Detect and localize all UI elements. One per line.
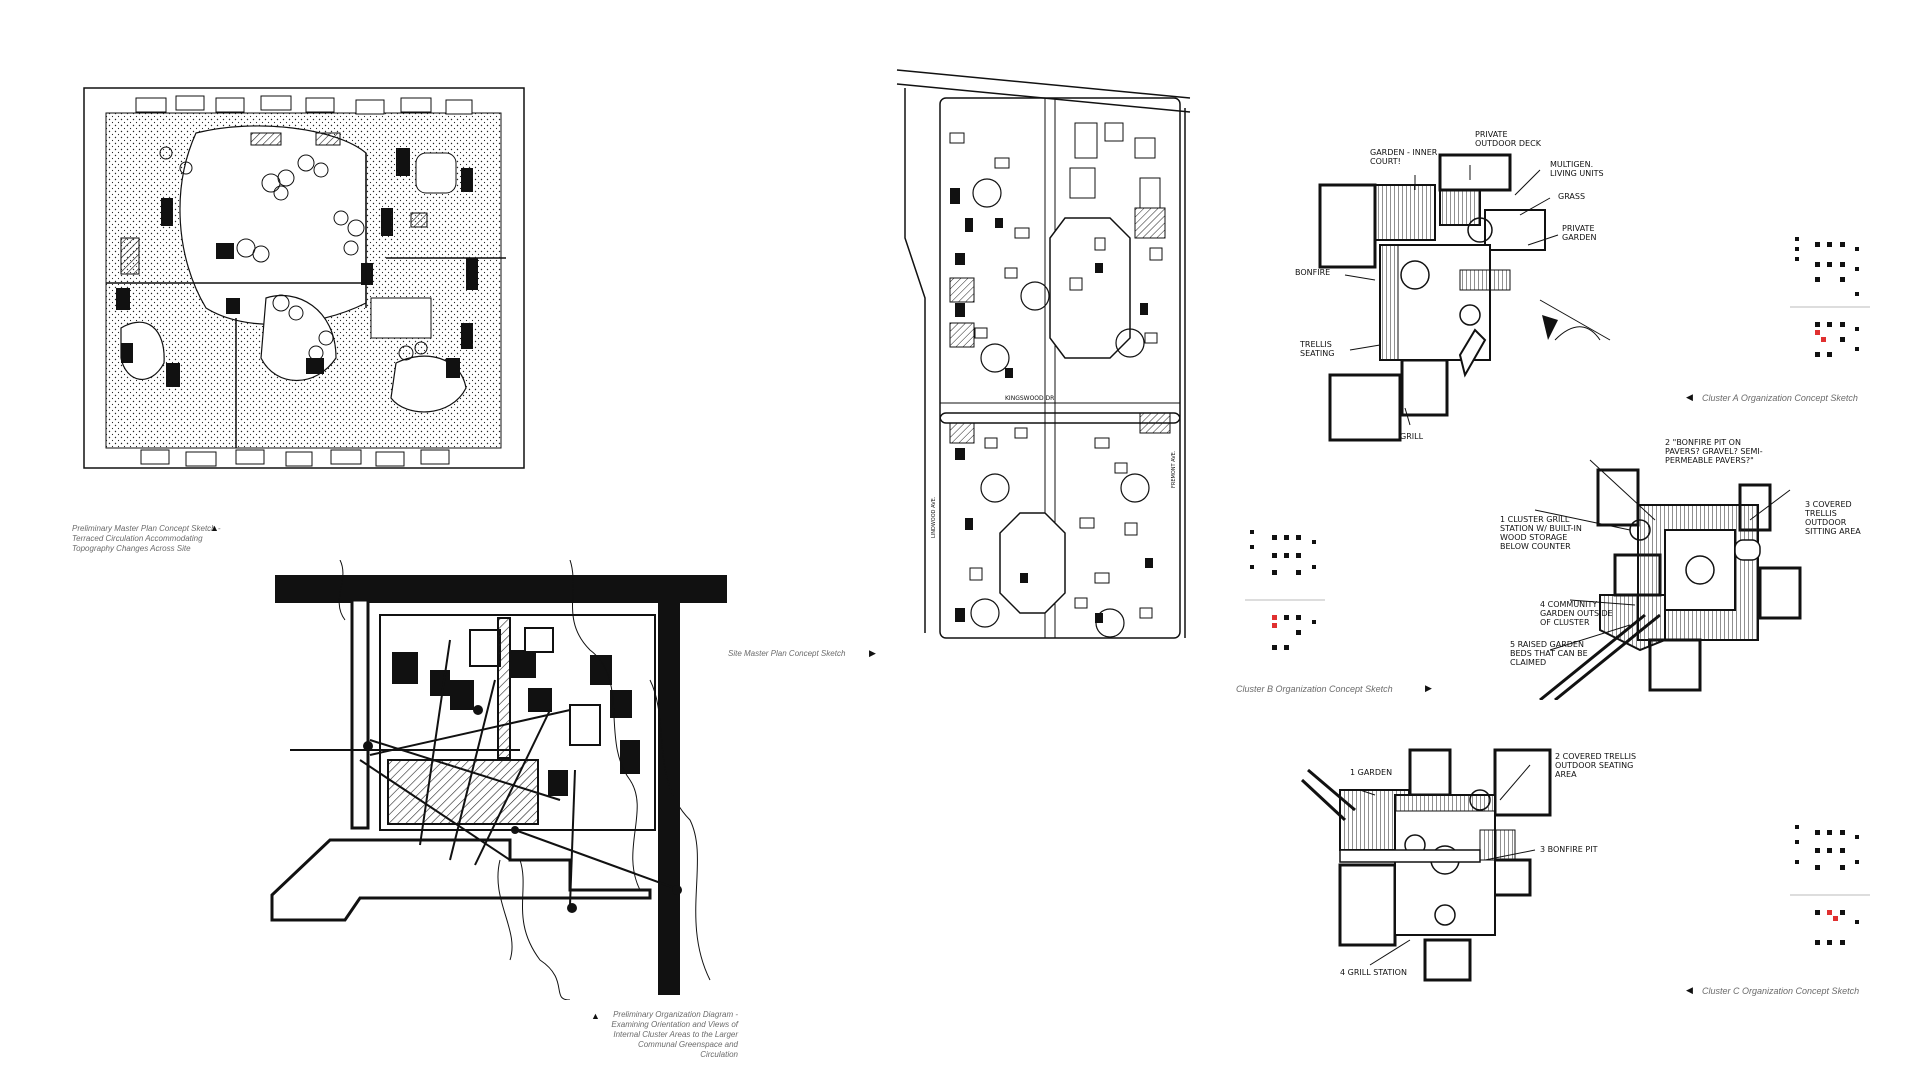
cluster-b-caption-text: Cluster B Organization Concept Sketch [1236, 684, 1393, 694]
preliminary-master-plan-sketch [66, 58, 536, 478]
site-master-plan-drawing: KINGSWOOD DR. LINDWOOD AVE. FREMONT AVE. [896, 69, 1191, 639]
street-label-lindwood: LINDWOOD AVE. [931, 496, 937, 538]
site-master-plan-caption-text: Site Master Plan Concept Sketch [728, 649, 846, 658]
cluster-b-note-2: 2 "BONFIRE PIT ON PAVERS? GRAVEL? SEMI-P… [1665, 438, 1763, 465]
preliminary-master-plan-caption-text: Preliminary Master Plan Concept Sketch -… [72, 524, 221, 553]
cluster-a-note-garden: GARDEN - INNER COURT! [1370, 148, 1438, 166]
cluster-c-note-2: 2 COVERED TRELLIS OUTDOOR SEATING AREA [1555, 752, 1637, 779]
cluster-a-note-bonfire: BONFIRE [1295, 268, 1331, 277]
cluster-b-note-1: 1 CLUSTER GRILL STATION W/ BUILT-IN WOOD… [1500, 515, 1582, 551]
cluster-c-caption: Cluster C Organization Concept Sketch [1702, 986, 1902, 997]
caption-arrow-left-icon: ◀ [1686, 985, 1693, 995]
caption-arrow-icon: ▲ [591, 1011, 600, 1021]
cluster-c-note-1: 1 GARDEN [1350, 768, 1393, 777]
cluster-a-note-multigen: MULTIGEN. LIVING UNITS [1550, 160, 1604, 178]
preliminary-organization-caption: Preliminary Organization Diagram - Exami… [600, 1010, 738, 1060]
cluster-b-note-5: 5 RAISED GARDEN BEDS THAT CAN BE CLAIMED [1510, 640, 1588, 667]
site-master-plan-sketch: KINGSWOOD DR. LINDWOOD AVE. FREMONT AVE. [895, 68, 1195, 658]
cluster-a-sketch: GARDEN - INNER COURT! PRIVATE OUTDOOR DE… [1290, 130, 1630, 460]
master-plan-drawing [83, 87, 525, 469]
caption-arrow-right-icon: ▶ [869, 648, 876, 658]
cluster-a-note-grass: GRASS [1558, 192, 1586, 201]
cluster-c-note-3: 3 BONFIRE PIT [1540, 845, 1598, 854]
cluster-a-note-private-deck: PRIVATE OUTDOOR DECK [1475, 130, 1541, 148]
cluster-a-note-trellis: TRELLIS SEATING [1300, 340, 1335, 358]
preliminary-master-plan-caption: Preliminary Master Plan Concept Sketch -… [72, 524, 230, 554]
preliminary-organization-diagram [270, 560, 730, 1000]
cluster-b-drawing [1534, 459, 1802, 700]
cluster-a-key-map [1785, 232, 1875, 377]
key-map-drawing [1790, 825, 1870, 945]
cluster-c-note-4: 4 GRILL STATION [1340, 968, 1407, 977]
caption-arrow-right-icon: ▶ [1425, 683, 1432, 693]
key-map-drawing [1790, 237, 1870, 357]
cluster-b-note-3: 3 COVERED TRELLIS OUTDOOR SITTING AREA [1805, 500, 1861, 536]
cluster-a-drawing [1318, 153, 1611, 442]
organization-diagram-drawing [270, 560, 727, 1000]
cluster-a-note-grill: GRILL [1400, 432, 1424, 441]
caption-arrow-left-icon: ◀ [1686, 392, 1693, 402]
cluster-c-drawing [1300, 748, 1552, 982]
cluster-b-note-4: 4 COMMUNITY GARDEN OUTSIDE OF CLUSTER [1540, 600, 1613, 627]
cluster-a-note-private-garden: PRIVATE GARDEN [1562, 224, 1597, 242]
cluster-c-sketch: 1 GARDEN 2 COVERED TRELLIS OUTDOOR SEATI… [1300, 740, 1660, 990]
preliminary-organization-caption-text: Preliminary Organization Diagram - Exami… [611, 1010, 738, 1059]
cluster-b-key-map [1240, 525, 1335, 670]
street-label-kingswood: KINGSWOOD DR. [1005, 395, 1056, 402]
cluster-a-caption-text: Cluster A Organization Concept Sketch [1702, 393, 1858, 403]
key-map-drawing [1245, 530, 1325, 650]
street-label-fremont: FREMONT AVE. [1171, 450, 1177, 488]
site-master-plan-caption: Site Master Plan Concept Sketch [728, 649, 863, 659]
cluster-c-key-map [1785, 820, 1875, 970]
cluster-c-caption-text: Cluster C Organization Concept Sketch [1702, 986, 1860, 996]
caption-arrow-icon: ▲ [210, 523, 219, 533]
cluster-b-sketch: 1 CLUSTER GRILL STATION W/ BUILT-IN WOOD… [1480, 430, 1875, 700]
cluster-b-caption: Cluster B Organization Concept Sketch [1236, 684, 1436, 695]
cluster-a-caption: Cluster A Organization Concept Sketch [1702, 393, 1902, 404]
